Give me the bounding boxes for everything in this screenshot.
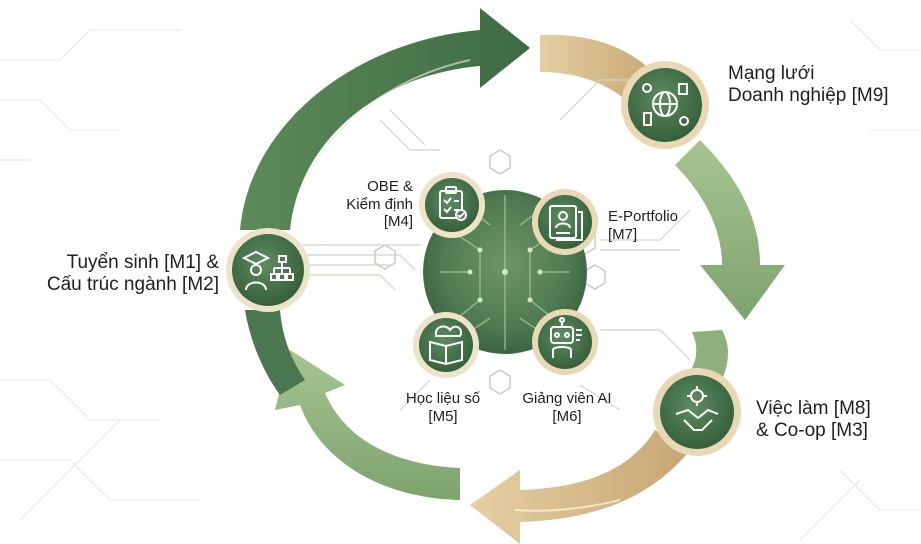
arc-right-lower (690, 330, 728, 380)
obe-label: OBE & Kiểm định [M4] (346, 178, 413, 231)
ai-label: Giảng viên AI [M6] (512, 390, 622, 425)
ai-lecturer-node[interactable] (532, 309, 598, 375)
obe-label-line1: OBE & (367, 178, 413, 195)
materials-node[interactable] (413, 312, 479, 378)
ai-label-line1: Giảng viên AI (522, 390, 612, 407)
materials-label: Học liệu số [M5] (393, 390, 493, 425)
handshake-icon (675, 386, 719, 431)
arc-bottom-left (275, 350, 460, 500)
obe-node[interactable] (419, 172, 485, 238)
admission-label-line2: Cấu trúc ngành [M2] (46, 274, 219, 296)
materials-label-line2: [M5] (428, 407, 458, 425)
jobs-label: Việc làm [M8] & Co-op [M3] (756, 398, 871, 443)
circuit-lines (300, 79, 691, 411)
eportfolio-label: E-Portfolio [M7] (608, 208, 678, 243)
arc-right (675, 140, 785, 320)
network-node[interactable] (621, 61, 709, 149)
eportfolio-label-line2: [M7] (608, 225, 638, 243)
ai-label-line2: [M6] (552, 407, 582, 425)
background-circuit (0, 19, 921, 541)
obe-label-line3: [M4] (383, 213, 413, 231)
arc-bottom-right (470, 430, 690, 544)
arc-left (245, 310, 305, 395)
admission-label: Tuyển sinh [M1] & Cấu trúc ngành [M2] (47, 252, 219, 297)
checklist-icon (439, 186, 467, 221)
obe-label-line2: Kiểm định (346, 195, 413, 213)
jobs-label-line2: & Co-op [M3] (756, 420, 868, 442)
admission-node[interactable] (226, 228, 310, 312)
network-label-line2: Doanh nghiệp [M9] (728, 85, 889, 107)
network-label: Mạng lưới Doanh nghiệp [M9] (728, 63, 889, 108)
eportfolio-node[interactable] (532, 189, 598, 255)
jobs-label-line1: Việc làm [M8] (756, 398, 871, 419)
materials-label-line1: Học liệu số (405, 390, 481, 407)
portfolio-icon (549, 205, 583, 241)
admission-label-line1: Tuyển sinh [M1] & (66, 252, 219, 273)
jobs-node[interactable] (653, 368, 741, 456)
robot-icon (550, 317, 582, 358)
eportfolio-label-line1: E-Portfolio (608, 208, 679, 225)
network-label-line1: Mạng lưới (728, 63, 815, 84)
graduate-org-chart-icon (241, 250, 294, 291)
digital-book-icon (429, 325, 463, 366)
globe-network-icon (642, 83, 689, 126)
